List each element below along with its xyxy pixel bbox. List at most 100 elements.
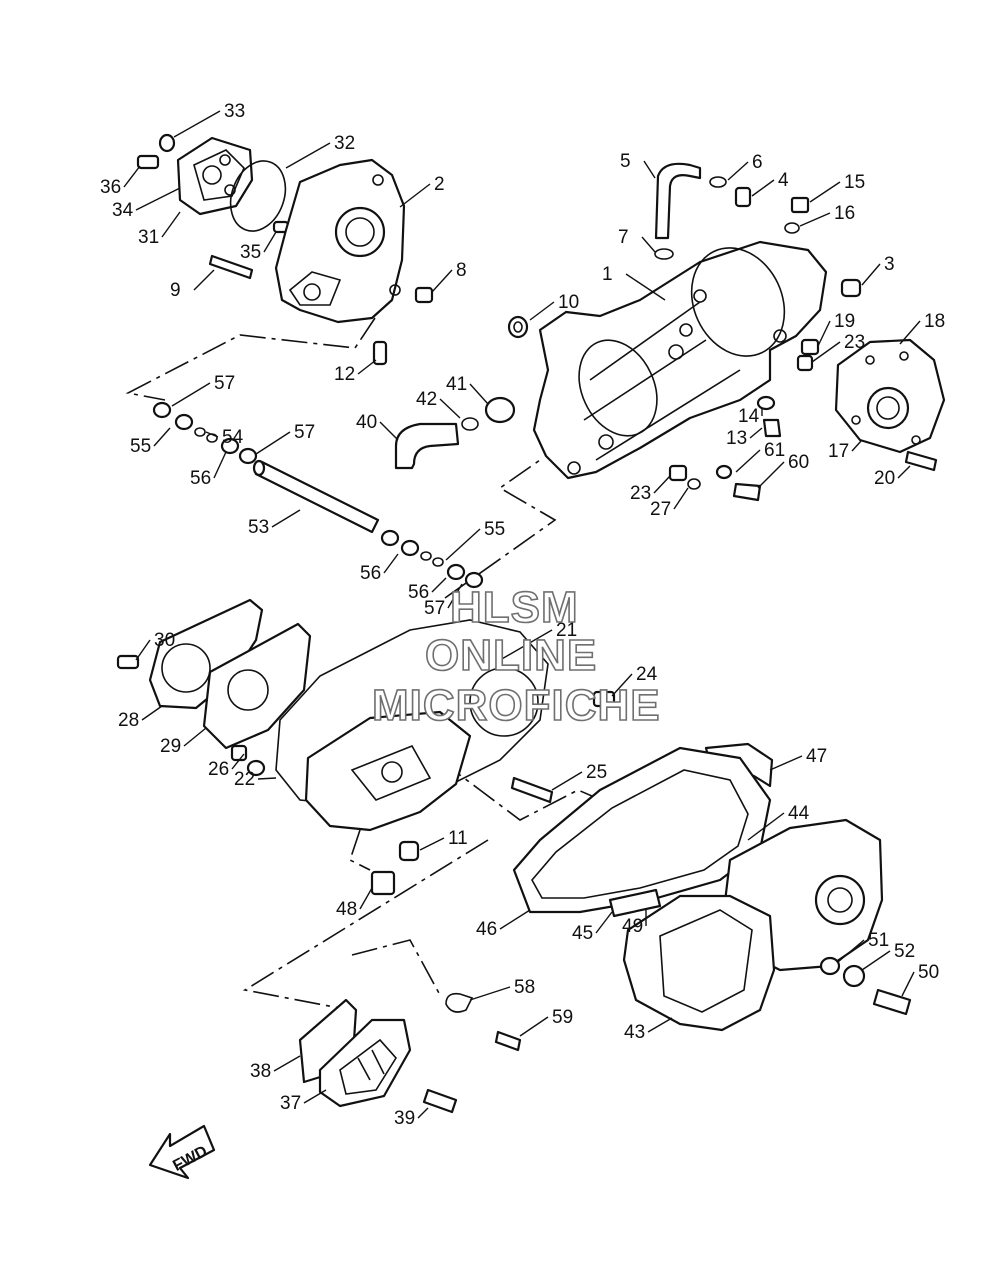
callout-33: 33 [224,101,245,122]
part-42-sleeve [484,396,516,424]
part-9-bolt [208,254,254,280]
callout-56: 56 [360,563,381,584]
part-60-bolt [732,482,762,502]
watermark-line-3: MICROFICHE [372,681,661,730]
gasket-cover-group [116,598,616,896]
part-4-fitting [734,186,752,208]
callout-17: 17 [828,441,849,462]
callout-43: 43 [624,1022,645,1043]
callout-44: 44 [788,803,810,824]
callout-46: 46 [476,919,497,940]
part-47-belt-case [512,746,772,914]
watermark-line-1: HLSM [450,583,579,632]
leader-line-9 [193,269,215,291]
leader-line-28 [141,705,163,721]
leader-line-16 [799,212,831,227]
callout-31: 31 [138,227,159,248]
callout-6: 6 [752,152,763,173]
callout-61: 61 [764,440,785,461]
callout-48: 48 [336,899,357,920]
callout-32: 32 [334,133,355,154]
main-crankcase-group [507,162,946,502]
part-52-collar [819,956,841,976]
leader-line-13 [749,427,763,439]
part-38-guard [318,1018,412,1108]
callout-38: 38 [250,1061,271,1082]
leader-line-5 [643,160,656,179]
part-1-crankcase [532,240,828,480]
callout-45: 45 [572,923,593,944]
callout-28: 28 [118,710,139,731]
leader-line-55 [445,528,481,561]
part-61-washer [715,464,733,480]
leader-line-41 [469,383,489,405]
callout-5: 5 [620,151,631,172]
leader-line-21 [499,629,553,661]
callout-36: 36 [100,177,121,198]
leader-line-56 [213,451,227,479]
leader-line-24 [611,673,633,697]
leader-line-50 [901,971,915,997]
watermark-line-2: ONLINE [425,631,597,680]
leader-line-55 [153,427,171,447]
leader-line-1 [625,273,666,301]
callout-35: 35 [240,242,261,263]
part-28-o-ring [687,478,701,490]
callout-57: 57 [424,598,445,619]
part-53-bushing [842,964,866,988]
leader-line-12 [357,359,377,375]
leader-line-3 [861,263,881,286]
callout-50: 50 [918,962,939,983]
leader-line-34 [135,187,181,211]
belt-cover-group [445,742,912,1052]
part-37-bolt [136,154,160,170]
part-13-drain-plug [762,418,782,438]
part-46-plate [608,888,662,918]
leader-line-61 [735,449,761,473]
callout-12: 12 [334,364,355,385]
callout-9: 9 [170,280,181,301]
watermark: HLSM ONLINE MICROFICHE [371,582,661,731]
leader-line-26 [231,753,245,770]
leader-line-19 [817,320,831,347]
callout-29: 29 [160,736,181,757]
part-5-hose [654,162,702,240]
leader-line-23 [811,341,841,363]
callout-19: 19 [834,311,855,332]
part-7-clip [654,248,674,260]
part-40-bolt [422,1088,458,1114]
part-57-circlip [152,401,172,419]
callout-23: 23 [844,332,865,353]
leader-line-60 [757,461,785,489]
part-15-plug [790,196,810,214]
part-8-dowel [414,286,434,304]
callout-16: 16 [834,203,855,224]
callout-3: 3 [884,254,895,275]
leader-line-57 [171,382,211,407]
left-crankcase-group [136,133,434,366]
callout-18: 18 [924,311,945,332]
part-44-cover [622,894,776,1032]
leader-line-44 [747,812,785,841]
callout-54: 54 [222,427,244,448]
leader-line-42 [439,398,461,419]
leader-line-40 [379,421,399,441]
part-55-o-ring [194,427,206,437]
leader-line-10 [529,301,555,321]
leader-line-27 [673,487,689,510]
callout-14: 14 [738,406,760,427]
part-51-bolt [872,988,912,1016]
part-58-clamp [445,992,474,1013]
callout-55: 55 [484,519,505,540]
forward-arrow-icon: FWD [148,1124,216,1180]
leader-line-59 [519,1016,549,1037]
callout-59: 59 [552,1007,573,1028]
leader-line-45 [595,911,613,934]
leader-line-51 [837,939,865,963]
part-25-bolt [510,776,554,804]
part-22-gasket [275,619,549,807]
callout-27: 27 [650,499,671,520]
part-34-washer [158,133,176,153]
leader-line-20 [897,465,911,479]
